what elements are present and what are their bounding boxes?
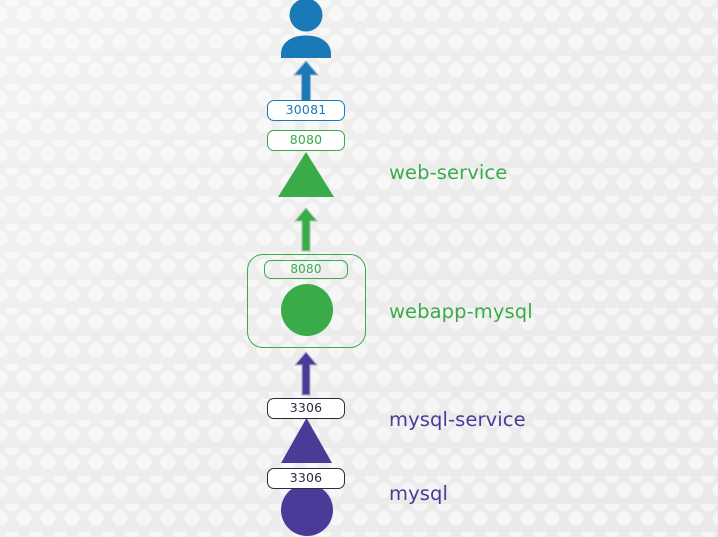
node-shape-webapp-mysql[interactable] bbox=[281, 284, 333, 336]
node-shape-web-service[interactable] bbox=[278, 152, 334, 197]
port-box-30081[interactable]: 30081 bbox=[267, 100, 345, 121]
node-label-webapp-mysql: webapp-mysql bbox=[389, 300, 533, 323]
node-shape-mysql-service[interactable] bbox=[281, 418, 332, 463]
edge-arrow-mysql-service-to-webapp bbox=[294, 351, 318, 396]
node-label-mysql: mysql bbox=[389, 482, 448, 505]
node-label-mysql-service: mysql-service bbox=[389, 408, 526, 431]
port-box-3306-mysql-service[interactable]: 3306 bbox=[267, 398, 345, 419]
port-box-8080-webapp[interactable]: 8080 bbox=[264, 260, 348, 279]
port-box-3306-mysql[interactable]: 3306 bbox=[267, 468, 345, 489]
edge-arrow-webapp-to-web-service bbox=[294, 207, 318, 252]
person-icon bbox=[281, 0, 331, 58]
port-box-8080-web-service[interactable]: 8080 bbox=[267, 130, 345, 151]
group-box-webapp-mysql[interactable] bbox=[247, 254, 366, 348]
node-shape-mysql[interactable] bbox=[281, 484, 333, 537]
edge-arrow-web-service-to-user bbox=[293, 60, 319, 105]
node-label-web-service: web-service bbox=[389, 161, 508, 184]
